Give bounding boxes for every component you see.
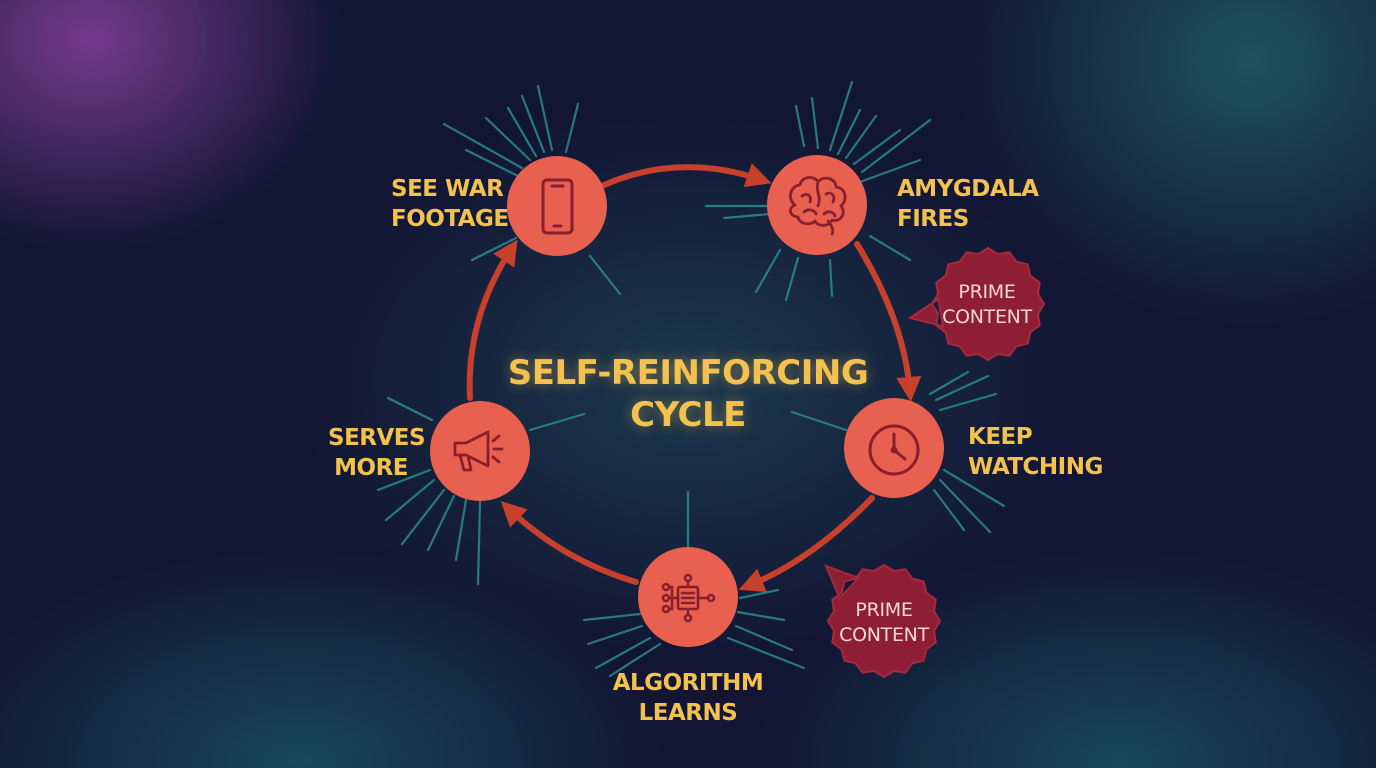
title-line-1: SELF-REINFORCING: [507, 353, 869, 393]
title-line-2: CYCLE: [630, 395, 746, 435]
arrow-footage-to-amygdala: [601, 163, 772, 188]
ray-burst-serves-more: [376, 396, 586, 586]
clock-icon: [868, 424, 920, 476]
label-line-1: SERVES: [328, 425, 426, 451]
label-line-2: FIRES: [897, 206, 969, 232]
arrow-watching-to-algorithm: [738, 495, 875, 592]
badge-text-upper: PRIME CONTENT: [927, 280, 1047, 330]
label-keep-watching: KEEP WATCHING: [968, 422, 1103, 482]
cycle-arrows: [466, 163, 922, 592]
label-line-2: MORE: [334, 455, 408, 481]
flowchart-icon: [661, 573, 716, 623]
node-keep-watching: [844, 398, 944, 498]
node-see-war-footage: [507, 156, 607, 256]
label-amygdala-fires: AMYGDALA FIRES: [897, 174, 1039, 234]
arrow-amygdala-to-watching: [854, 241, 922, 403]
brain-icon: [789, 176, 847, 236]
badge-text-lower: PRIME CONTENT: [824, 598, 944, 648]
badge-line-1: PRIME: [958, 281, 1016, 303]
megaphone-icon: [453, 430, 504, 472]
label-serves-more: SERVES MORE: [328, 423, 426, 483]
label-line-1: ALGORITHM: [612, 670, 764, 696]
label-line-1: SEE WAR: [391, 176, 504, 202]
node-amygdala-fires: [767, 155, 867, 255]
arrow-algorithm-to-serves: [500, 501, 639, 585]
arrow-serves-to-footage: [466, 239, 518, 401]
label-algorithm-learns: ALGORITHM LEARNS: [598, 668, 778, 728]
label-line-1: KEEP: [968, 424, 1033, 450]
label-line-2: WATCHING: [968, 454, 1103, 480]
smartphone-icon: [541, 178, 574, 235]
label-see-war-footage: SEE WAR FOOTAGE: [391, 174, 509, 234]
badge-line-2: CONTENT: [839, 624, 929, 646]
node-serves-more: [430, 401, 530, 501]
prime-content-badge-upper: [907, 246, 1046, 362]
label-line-1: AMYGDALA: [897, 176, 1039, 202]
label-line-2: FOOTAGE: [391, 206, 509, 232]
ray-burst-amygdala-fires: [704, 80, 932, 302]
badge-line-2: CONTENT: [942, 306, 1032, 328]
prime-content-badge-lower: [824, 563, 942, 679]
ray-burst-keep-watching: [790, 370, 1006, 534]
diagram-title: SELF-REINFORCING CYCLE: [500, 352, 876, 436]
badge-line-1: PRIME: [855, 599, 913, 621]
ray-burst-see-war-footage: [442, 84, 622, 296]
ray-burst-algorithm-learns: [582, 490, 806, 678]
label-line-2: LEARNS: [638, 700, 738, 726]
node-algorithm-learns: [638, 547, 738, 647]
